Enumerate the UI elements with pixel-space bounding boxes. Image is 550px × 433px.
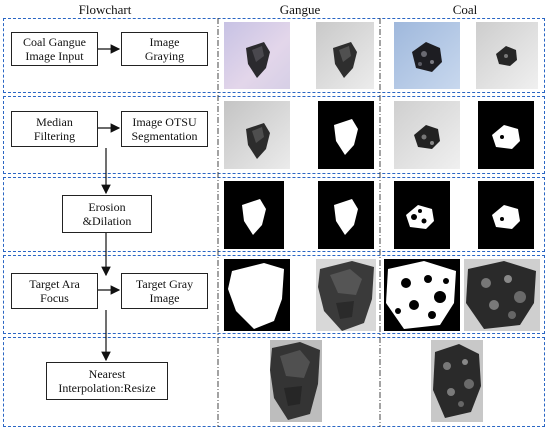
step-target-area-focus: Target Ara Focus — [11, 273, 98, 309]
gangue-dilated-image — [318, 181, 374, 249]
gangue-median-filtered-image — [224, 101, 290, 169]
gangue-gray-image — [316, 22, 374, 89]
step-target-gray-image: Target Gray Image — [121, 273, 208, 309]
step-nearest-interpolation-resize: Nearest Interpolation:Resize — [46, 362, 168, 400]
coal-target-gray-image — [464, 259, 540, 331]
gangue-eroded-image — [224, 181, 284, 249]
header-coal: Coal — [452, 2, 478, 17]
gangue-resized-image — [270, 340, 322, 422]
coal-median-filtered-image — [394, 101, 460, 169]
gangue-otsu-image — [318, 101, 374, 169]
row-segmentation — [3, 96, 545, 174]
gangue-target-mask-image — [224, 259, 290, 331]
header-flowchart: Flowchart — [78, 2, 132, 17]
coal-gray-image — [476, 22, 538, 89]
gangue-target-gray-image — [316, 259, 376, 331]
step-otsu-segmentation: Image OTSU Segmentation — [121, 111, 208, 147]
step-erosion-dilation: Erosion &Dilation — [62, 195, 152, 233]
coal-dilated-image — [478, 181, 534, 249]
header-gangue: Gangue — [279, 2, 321, 17]
gangue-original-image — [224, 22, 290, 89]
step-image-input: Coal Gangue Image Input — [11, 32, 98, 66]
row-erosion — [3, 177, 545, 252]
coal-otsu-image — [478, 101, 534, 169]
row-focus — [3, 255, 545, 334]
row-graying — [3, 18, 545, 93]
coal-eroded-image — [394, 181, 450, 249]
coal-original-image — [394, 22, 460, 89]
row-resize — [3, 337, 545, 427]
coal-target-mask-image — [384, 259, 460, 331]
coal-resized-image — [431, 340, 483, 422]
step-median-filtering: Median Filtering — [11, 111, 98, 147]
step-image-graying: Image Graying — [121, 32, 208, 66]
